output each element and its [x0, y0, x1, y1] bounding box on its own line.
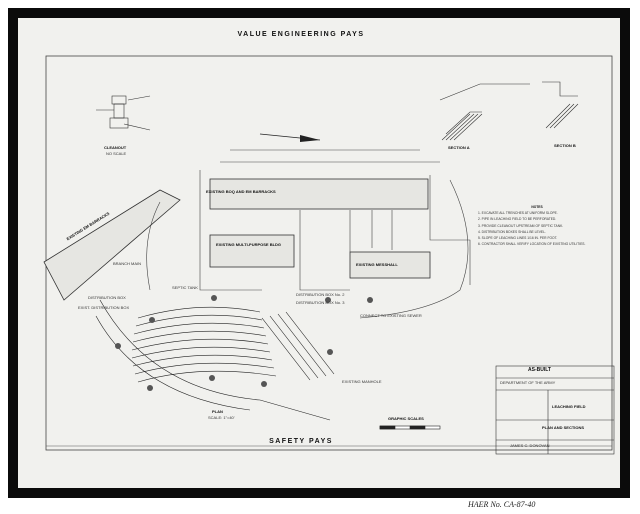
existing-distribution-box-callout: EXIST. DISTRIBUTION BOX	[78, 305, 130, 310]
top-banner: VALUE ENGINEERING PAYS	[237, 31, 365, 38]
signature-line: JAMES C. DONOVAN	[510, 443, 550, 448]
messhall-label: EXISTING MESSHALL	[356, 262, 398, 267]
plan-scale: SCALE: 1"=40'	[208, 415, 235, 420]
cleanout-scale: NO SCALE	[106, 151, 127, 156]
cleanout-title: CLEANOUT	[104, 145, 127, 150]
septic-tank-callout: SEPTIC TANK	[172, 285, 198, 290]
note-item: 4. DISTRIBUTION BOXES SHALL BE LEVEL.	[478, 229, 546, 234]
note-item: 6. CONTRACTOR SHALL VERIFY LOCATION OF E…	[478, 242, 586, 247]
note-item: 5. SLOPE OF LEACHING LINES 1/16 IN. PER …	[478, 236, 558, 241]
existing-boq-building	[209, 178, 429, 210]
north-arrow-icon	[259, 133, 321, 142]
plan-title: PLAN	[212, 409, 223, 414]
distribution-box-3-callout: DISTRIBUTION BOX No. 3	[296, 300, 345, 305]
distribution-box-marker	[325, 297, 331, 303]
section-a-detail	[439, 83, 530, 141]
leaching-field	[95, 299, 335, 421]
distribution-box-marker	[327, 349, 333, 355]
note-item: 3. PROVIDE CLEANOUT UPSTREAM OF SEPTIC T…	[478, 223, 564, 228]
existing-manhole-callout: EXISTING MANHOLE	[342, 379, 382, 384]
distribution-box-marker	[147, 385, 153, 391]
branch-main-callout: BRANCH MAIN	[113, 261, 142, 266]
section-a-title: SECTION A	[448, 145, 470, 150]
general-notes: NOTES 1. EXCAVATE ALL TRENCHES AT UNIFOR…	[478, 205, 596, 248]
distribution-box-callout: DISTRIBUTION BOX	[88, 295, 126, 300]
multi-purpose-label: EXISTING MULTI-PURPOSE BLDG	[216, 242, 282, 247]
multi-purpose-building	[209, 234, 295, 268]
section-b-title: SECTION B	[554, 143, 576, 148]
department-text: DEPARTMENT OF THE ARMY	[500, 380, 556, 385]
graphic-scale-bar	[379, 425, 441, 430]
existing-messhall	[349, 251, 431, 279]
archive-caption: HAER No. CA-87-40	[468, 500, 536, 509]
distribution-box-marker	[115, 343, 121, 349]
sheet-title: PLAN AND SECTIONS	[542, 425, 585, 430]
as-built-stamp: AS-BUILT	[528, 367, 551, 373]
note-item: 1. EXCAVATE ALL TRENCHES AT UNIFORM SLOP…	[478, 211, 558, 216]
distribution-box-marker	[149, 317, 155, 323]
distribution-box-marker	[261, 381, 267, 387]
graphic-scales-title: GRAPHIC SCALES	[388, 416, 424, 421]
distribution-box-2-callout: DISTRIBUTION BOX No. 2	[296, 292, 345, 297]
note-item: 2. PIPE IN LEACHING FIELD TO BE PERFORAT…	[478, 217, 557, 222]
existing-em-barracks	[43, 189, 181, 301]
section-b-detail	[542, 81, 579, 129]
connect-sewer-callout: CONNECT TO EXISTING SEWER	[360, 313, 422, 318]
cleanout-detail	[96, 95, 151, 131]
project-name: LEACHING FIELD	[552, 404, 586, 409]
distribution-box-marker	[209, 375, 215, 381]
boq-barracks-label: EXISTING BOQ AND EM BARRACKS	[206, 189, 276, 194]
distribution-box-marker	[211, 295, 217, 301]
notes-heading: NOTES	[531, 205, 543, 209]
title-block	[495, 365, 615, 455]
bottom-banner: SAFETY PAYS	[269, 438, 333, 445]
distribution-box-marker	[367, 297, 373, 303]
